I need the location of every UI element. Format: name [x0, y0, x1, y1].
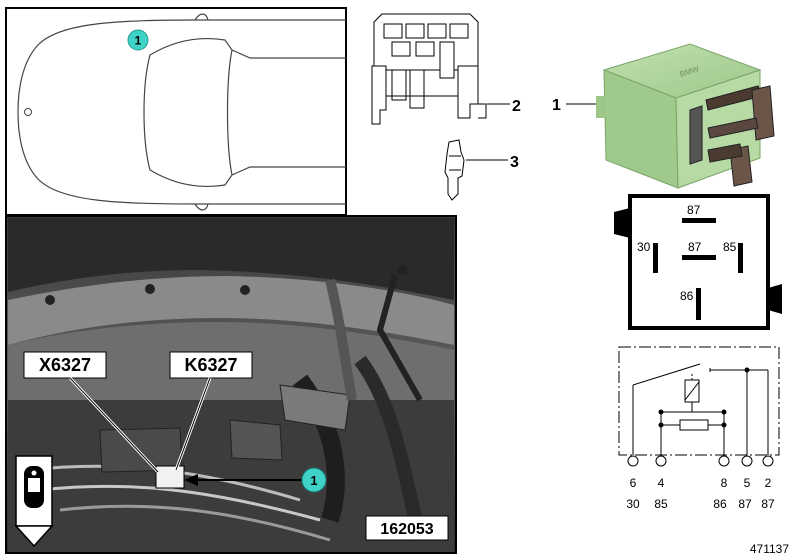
pin-label-left: 30 — [637, 240, 651, 254]
car-sensor-dot — [24, 108, 32, 116]
car-callout-number: 1 — [135, 34, 142, 48]
relay-label: K6327 — [184, 355, 237, 375]
engine-bay-photo: X6327 K6327 1 162053 — [5, 215, 457, 554]
schematic-junctions — [658, 367, 750, 428]
car-location-icon — [14, 455, 54, 548]
diagram-id: 471137 — [750, 542, 789, 556]
schematic-pin-numbers: 6 4 8 5 2 30 85 86 87 87 — [626, 476, 775, 511]
photo-callout-circle — [301, 467, 327, 493]
schematic-pin-bottom: 85 — [654, 497, 668, 511]
schematic-pin-top: 4 — [658, 476, 665, 490]
terminal-part-number: 3 — [510, 154, 519, 171]
car-callout-circle — [127, 29, 149, 51]
schematic-pin-bottom: 30 — [626, 497, 640, 511]
relay-label-box — [169, 351, 253, 379]
photo-id: 162053 — [380, 521, 433, 538]
connector-label-box — [23, 351, 107, 379]
relay-schematic — [618, 346, 780, 456]
pin-label-center: 87 — [688, 240, 702, 254]
socket-part-number: 2 — [512, 98, 521, 115]
schematic-pin-top: 5 — [744, 476, 751, 490]
schematic-pin-top: 2 — [765, 476, 772, 490]
relay-photo: BMW — [596, 43, 775, 189]
pin-label-top: 87 — [687, 203, 701, 217]
schematic-pin-top: 8 — [721, 476, 728, 490]
schematic-pin-top: 6 — [630, 476, 637, 490]
car-view-panel: 1 — [5, 7, 347, 216]
relay-socket-drawing — [371, 13, 487, 125]
relay-part-number: 1 — [552, 97, 561, 114]
schematic-terminals — [627, 455, 774, 467]
car-body-outline — [17, 19, 346, 205]
schematic-pin-bottom: 87 — [761, 497, 775, 511]
terminal-pin-drawing — [444, 139, 465, 201]
pin-label-bottom: 86 — [680, 289, 694, 303]
relay-pin-layout: 87 30 87 85 86 — [614, 194, 782, 330]
photo-callout-number: 1 — [310, 473, 317, 488]
pin-label-right: 85 — [723, 240, 737, 254]
connector-label: X6327 — [39, 355, 91, 375]
schematic-pin-bottom: 86 — [713, 497, 727, 511]
schematic-pin-bottom: 87 — [738, 497, 752, 511]
